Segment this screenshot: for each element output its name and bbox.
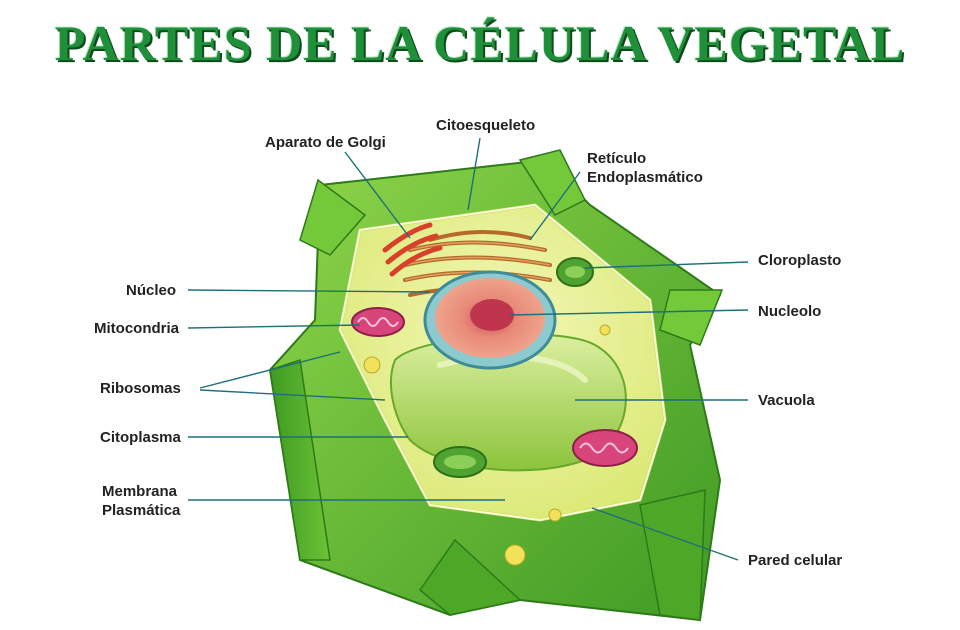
mitochondrion-2 [572, 429, 638, 467]
chloroplast [556, 257, 594, 287]
page-title: PARTES DE LA CÉLULA VEGETAL [54, 15, 906, 71]
label-golgi: Aparato de Golgi [265, 134, 386, 151]
label-nucleolo: Nucleolo [758, 303, 822, 320]
nucleolus [470, 299, 514, 331]
label-pared: Pared celular [748, 552, 843, 569]
label-citoplasma: Citoplasma [100, 429, 181, 446]
label-mitocondria: Mitocondria [94, 320, 179, 337]
label-citoesqueleto: Citoesqueleto [436, 117, 536, 134]
golgi-apparatus [382, 222, 443, 277]
label-cloroplasto: Cloroplasto [758, 252, 842, 269]
label-ribosomas: Ribosomas [100, 380, 181, 397]
label-membrana-line1: Membrana [102, 483, 178, 500]
leader-lines [187, 137, 749, 561]
ribosomes [363, 324, 611, 566]
label-reticulo-line2: Endoplasmático [587, 169, 703, 186]
chloroplast-2 [433, 446, 487, 478]
label-membrana-line2: Plasmática [102, 502, 181, 519]
plasma-membrane [338, 203, 667, 522]
nucleus [423, 270, 557, 370]
label-reticulo-line1: Retículo [587, 150, 647, 167]
mitochondrion [351, 307, 405, 337]
label-nucleo: Núcleo [126, 282, 177, 299]
label-vacuola: Vacuola [758, 392, 815, 409]
